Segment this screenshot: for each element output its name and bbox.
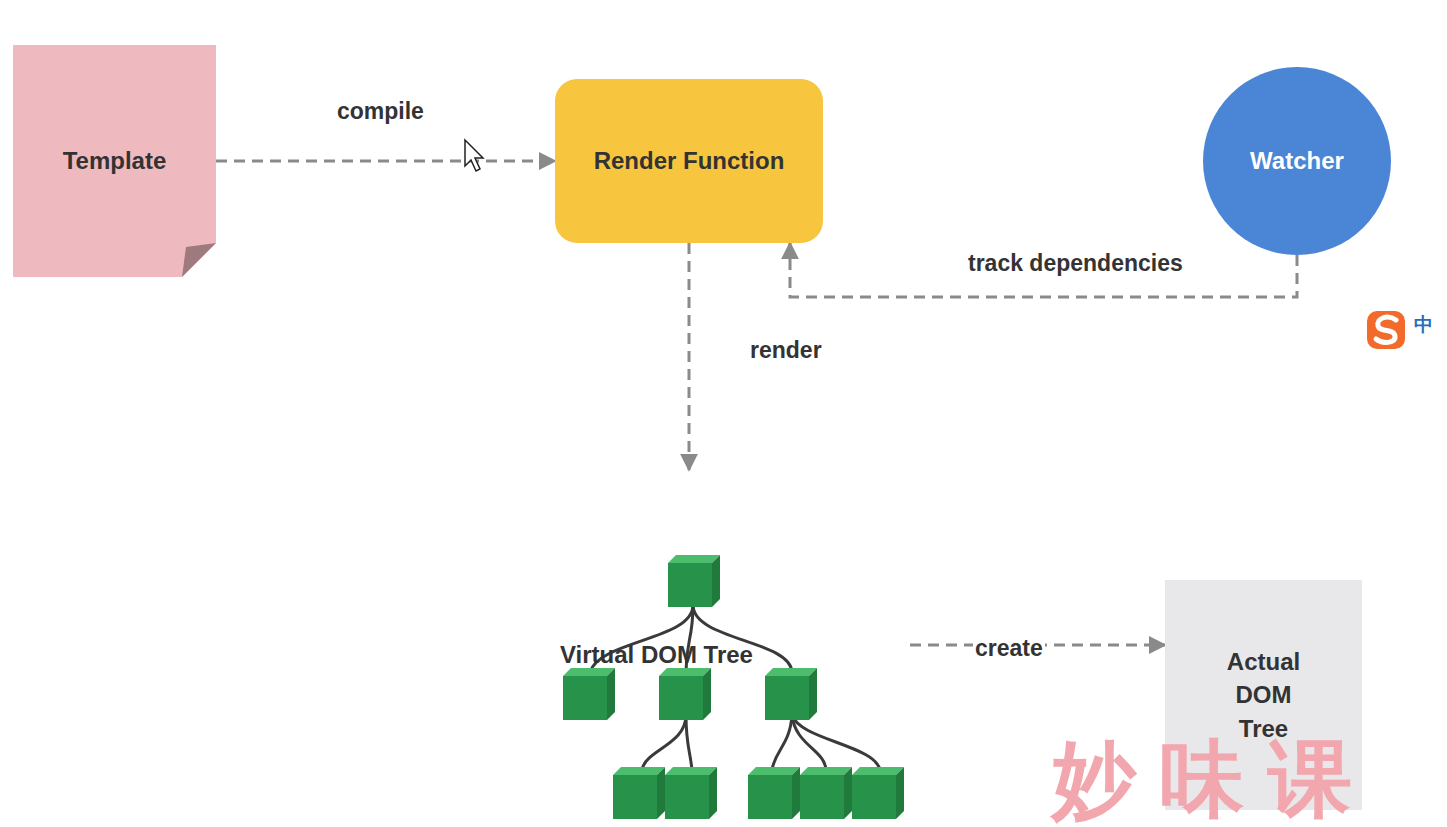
edge-label: create [973, 635, 1045, 662]
mouse-cursor [465, 140, 483, 171]
dashed-arrow [688, 243, 691, 470]
template-note: Template [13, 45, 216, 277]
node-label: Template [63, 144, 167, 178]
ime-icon [1367, 311, 1443, 349]
watermark: 妙味课 [1052, 737, 1376, 821]
node-label: Actual DOM Tree [1209, 645, 1319, 746]
node-label: Watcher [1250, 144, 1344, 178]
process-box: Render Function [555, 79, 823, 243]
dashed-arrow [216, 160, 555, 163]
tree-group: Virtual DOM Tree [560, 470, 910, 820]
node-label: Virtual DOM Tree [560, 638, 753, 672]
dashed-arrow [790, 243, 1297, 297]
edge-label: render [748, 337, 824, 364]
tree-cubes [563, 555, 904, 819]
edge-label: compile [335, 98, 426, 125]
ime-text: 中 [1414, 315, 1433, 334]
watcher-circle: Watcher [1203, 67, 1391, 255]
edge-label: track dependencies [966, 250, 1185, 277]
tree-branches [590, 605, 880, 770]
node-label: Render Function [594, 144, 785, 178]
